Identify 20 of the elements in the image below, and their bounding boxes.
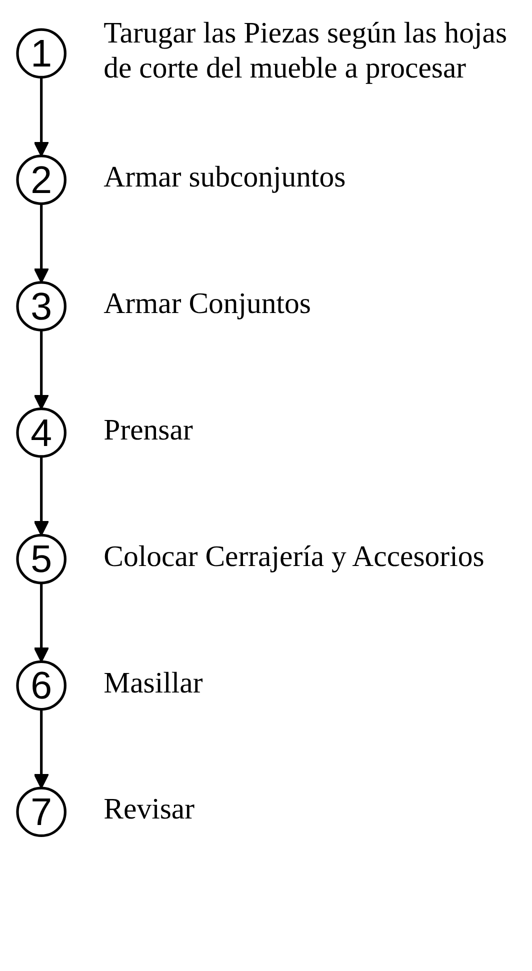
node-label: 3 [30,284,52,328]
node-label: 5 [30,537,52,581]
node-label: 7 [30,790,52,834]
node-label: 1 [30,32,52,76]
step-description: Armar subconjuntos [104,160,346,194]
arrow [34,77,50,157]
step-description: Armar Conjuntos [104,287,311,320]
step-description: Prensar [104,413,193,446]
step-description: Tarugar las Piezas según las hojas de corte del mueble a procesar [104,16,508,85]
arrow [34,330,50,410]
step-description: Colocar Cerrajería y Accesorios [104,540,484,573]
node-label: 2 [30,158,52,202]
arrow [34,456,50,536]
step-description: Masillar [104,666,203,700]
arrow [34,204,50,284]
arrow [34,582,50,662]
node-label: 4 [30,410,52,455]
node-label: 6 [30,664,52,708]
arrow [34,709,50,789]
step-description: Revisar [104,792,195,826]
